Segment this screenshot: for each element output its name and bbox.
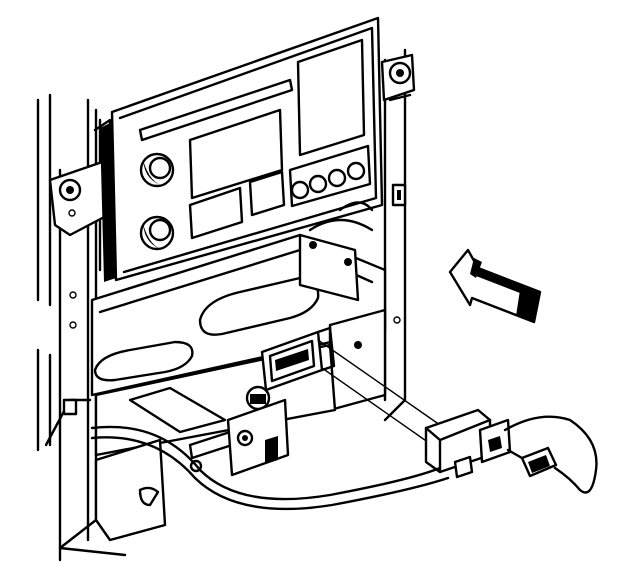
center-display — [188, 108, 284, 200]
front-direction-arrow — [448, 248, 542, 324]
cassette-slot — [138, 78, 294, 142]
display-window — [296, 38, 366, 157]
right-mounting-ear — [380, 53, 416, 102]
bracket-foot — [94, 438, 167, 542]
harness-connector — [424, 408, 512, 479]
bracket-slot-upper — [198, 276, 320, 336]
mounting-bolts — [226, 385, 290, 477]
volume-knob — [139, 152, 175, 188]
panel-frame-right — [383, 48, 412, 422]
alignment-lines — [317, 339, 441, 446]
wiring-harness — [90, 415, 598, 511]
frame-tab-left — [62, 398, 78, 416]
bracket-slot-lower — [93, 340, 194, 382]
antenna-plug — [506, 446, 558, 478]
tuning-knob — [139, 215, 175, 251]
radio-connector-socket — [260, 326, 336, 392]
left-mounting-ear — [48, 118, 112, 237]
radio-faceplate — [100, 16, 384, 282]
